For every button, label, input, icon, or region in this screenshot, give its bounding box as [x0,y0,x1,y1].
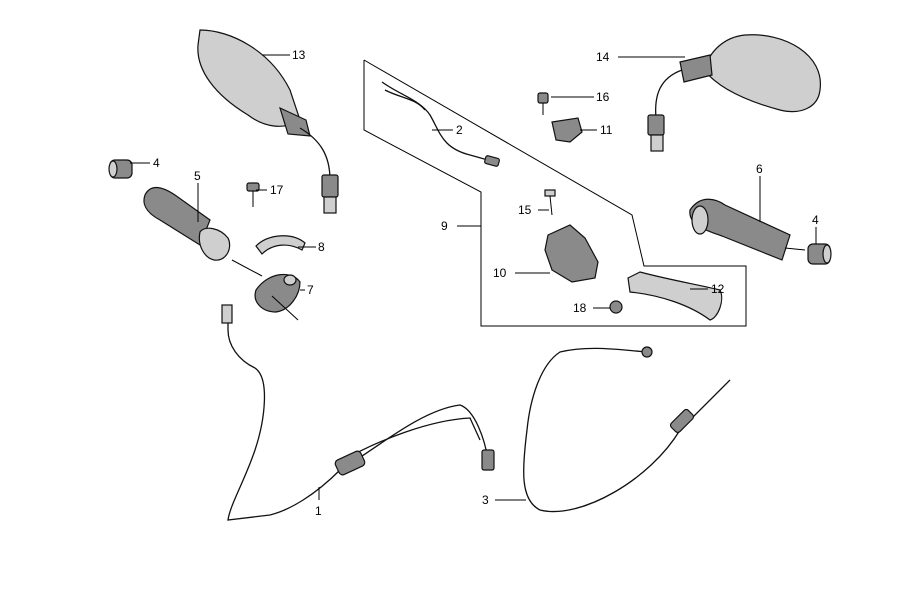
label-part-15: 15 [518,203,532,217]
clamp-upper [255,235,306,255]
label-part-8: 8 [318,240,325,254]
left-mirror [197,29,339,214]
right-mirror [647,34,821,152]
lever-bracket [544,224,599,283]
label-part-16: 16 [596,90,610,104]
right-grip [689,198,806,261]
label-part-9: 9 [441,219,448,233]
label-part-11: 11 [600,123,613,137]
brake-lever [627,271,723,321]
label-part-13: 13 [292,48,306,62]
left-bar-end [108,159,133,179]
leader-lines [130,54,817,501]
assembly-group-outline [363,59,747,327]
label-part-4-left: 4 [153,156,160,170]
label-part-5: 5 [194,169,201,183]
label-part-18: 18 [573,301,587,315]
label-part-4-right: 4 [812,213,819,227]
nut-18 [609,300,623,314]
label-part-12: 12 [711,282,725,296]
left-grip [143,186,263,277]
label-part-17: 17 [270,183,284,197]
label-part-14: 14 [596,50,610,64]
screw-17 [246,182,260,207]
label-part-6: 6 [756,162,763,176]
label-part-10: 10 [493,266,507,280]
screw-16 [537,92,549,115]
brake-cable [523,346,731,513]
brake-switch-wire [381,81,500,167]
throttle-cable [221,304,495,521]
bolt-15 [544,189,556,216]
right-bar-end [807,243,832,265]
clamp-lower [254,273,301,321]
label-part-2: 2 [456,123,463,137]
label-part-1: 1 [315,504,322,518]
brake-switch [551,117,583,143]
label-part-3: 3 [482,493,489,507]
label-part-7: 7 [307,283,314,297]
